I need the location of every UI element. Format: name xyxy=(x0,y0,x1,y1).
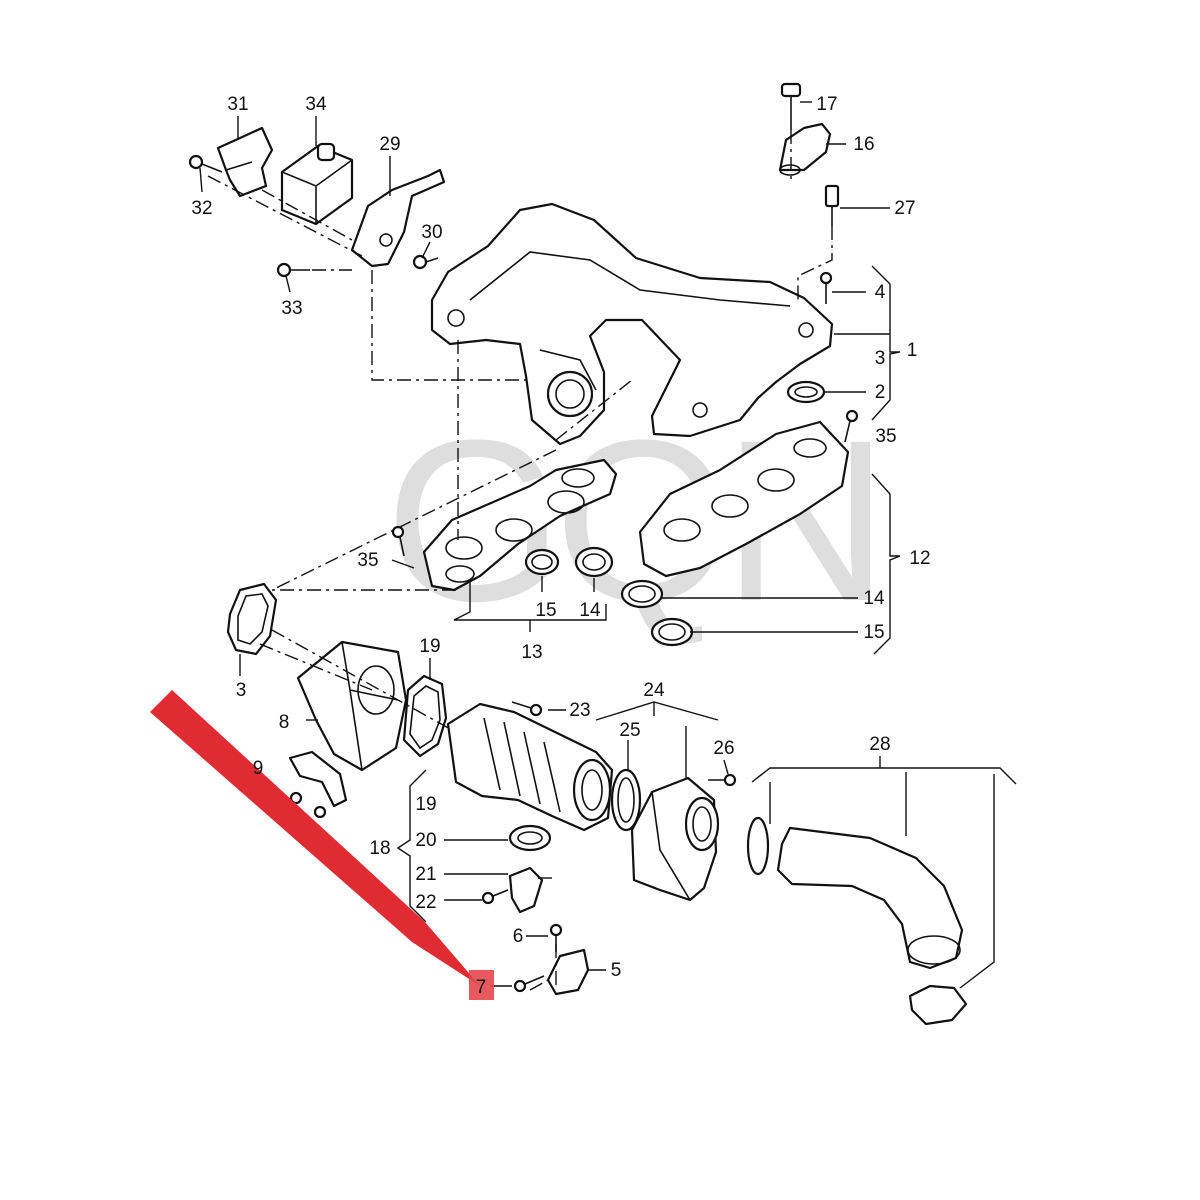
callout-3-lower: 3 xyxy=(236,680,247,701)
callout-8: 8 xyxy=(279,712,290,733)
bolt-26 xyxy=(708,773,737,787)
clip-16 xyxy=(778,122,832,176)
callout-6: 6 xyxy=(513,926,524,947)
intake-elbow-18 xyxy=(446,702,614,832)
callout-19-upper: 19 xyxy=(419,636,440,657)
hose-28 xyxy=(746,816,968,1026)
callout-29: 29 xyxy=(379,134,400,155)
callout-2: 2 xyxy=(875,382,886,403)
callout-23: 23 xyxy=(569,700,590,721)
bolt-23 xyxy=(511,701,543,717)
bolt-32 xyxy=(188,154,223,173)
seal-ring-20 xyxy=(508,824,552,852)
bolt-35-left xyxy=(391,525,405,557)
callout-14-right: 14 xyxy=(863,588,885,609)
seal-rings-14-15-left xyxy=(524,546,614,578)
bracket-5 xyxy=(546,948,590,996)
callout-25: 25 xyxy=(619,720,640,741)
callout-7-highlighted: 7 xyxy=(476,977,487,998)
callout-16: 16 xyxy=(853,134,874,155)
seal-ring-25 xyxy=(610,768,642,832)
bolt-30 xyxy=(412,254,439,270)
bolt-22 xyxy=(481,889,509,905)
highlight-arrow: 7 xyxy=(150,690,494,1000)
callout-5: 5 xyxy=(611,960,622,981)
gasket-19-upper xyxy=(402,674,448,758)
callout-27: 27 xyxy=(894,198,915,219)
callout-34: 34 xyxy=(305,94,327,115)
manifold-plate-12 xyxy=(638,420,850,578)
callout-1: 1 xyxy=(907,340,918,361)
bracket-9 xyxy=(288,750,348,808)
bolt-17 xyxy=(780,82,802,130)
callout-35-right: 35 xyxy=(875,426,896,447)
callout-20: 20 xyxy=(415,830,436,851)
callout-19-lower: 19 xyxy=(415,794,436,815)
bolt-7 xyxy=(513,975,545,993)
callout-3-upper: 3 xyxy=(875,348,886,369)
seal-ring-2 xyxy=(786,380,826,404)
gasket-3 xyxy=(226,582,278,656)
callout-30: 30 xyxy=(421,222,442,243)
seal-rings-14-15-right xyxy=(620,579,694,647)
intake-manifold-1 xyxy=(430,202,834,446)
stud-27 xyxy=(824,184,840,226)
control-module-34 xyxy=(280,142,354,226)
callout-22: 22 xyxy=(415,892,436,913)
bolt-35-right xyxy=(844,409,859,443)
callout-32: 32 xyxy=(191,198,212,219)
callout-28: 28 xyxy=(869,734,890,755)
flap-housing-8 xyxy=(296,640,408,772)
callout-9: 9 xyxy=(253,758,264,779)
bracket-plate-31 xyxy=(216,126,274,198)
callout-21: 21 xyxy=(415,864,436,885)
callout-14-left: 14 xyxy=(579,600,601,621)
callout-26: 26 xyxy=(713,738,734,759)
leader-lines xyxy=(199,101,1017,989)
callout-15-left: 15 xyxy=(535,600,556,621)
bolt-4 xyxy=(819,271,833,304)
throttle-body-24 xyxy=(630,776,720,902)
callout-4: 4 xyxy=(875,282,886,303)
callout-24: 24 xyxy=(643,680,665,701)
callout-33: 33 xyxy=(281,298,302,319)
callout-12: 12 xyxy=(909,548,930,569)
sensor-21 xyxy=(508,866,544,914)
callouts: 31 34 29 32 30 33 17 16 27 4 3 1 2 35 35… xyxy=(191,94,930,981)
callout-18: 18 xyxy=(369,838,390,859)
bolt-33 xyxy=(276,262,310,278)
callout-15-right: 15 xyxy=(863,622,884,643)
callout-31: 31 xyxy=(227,94,248,115)
callout-35-left: 35 xyxy=(357,550,378,571)
callout-17: 17 xyxy=(816,94,837,115)
callout-13: 13 xyxy=(521,642,542,663)
bolts-10-11 xyxy=(289,791,327,819)
bracket-29 xyxy=(350,168,446,268)
assembly-lines xyxy=(207,130,833,991)
